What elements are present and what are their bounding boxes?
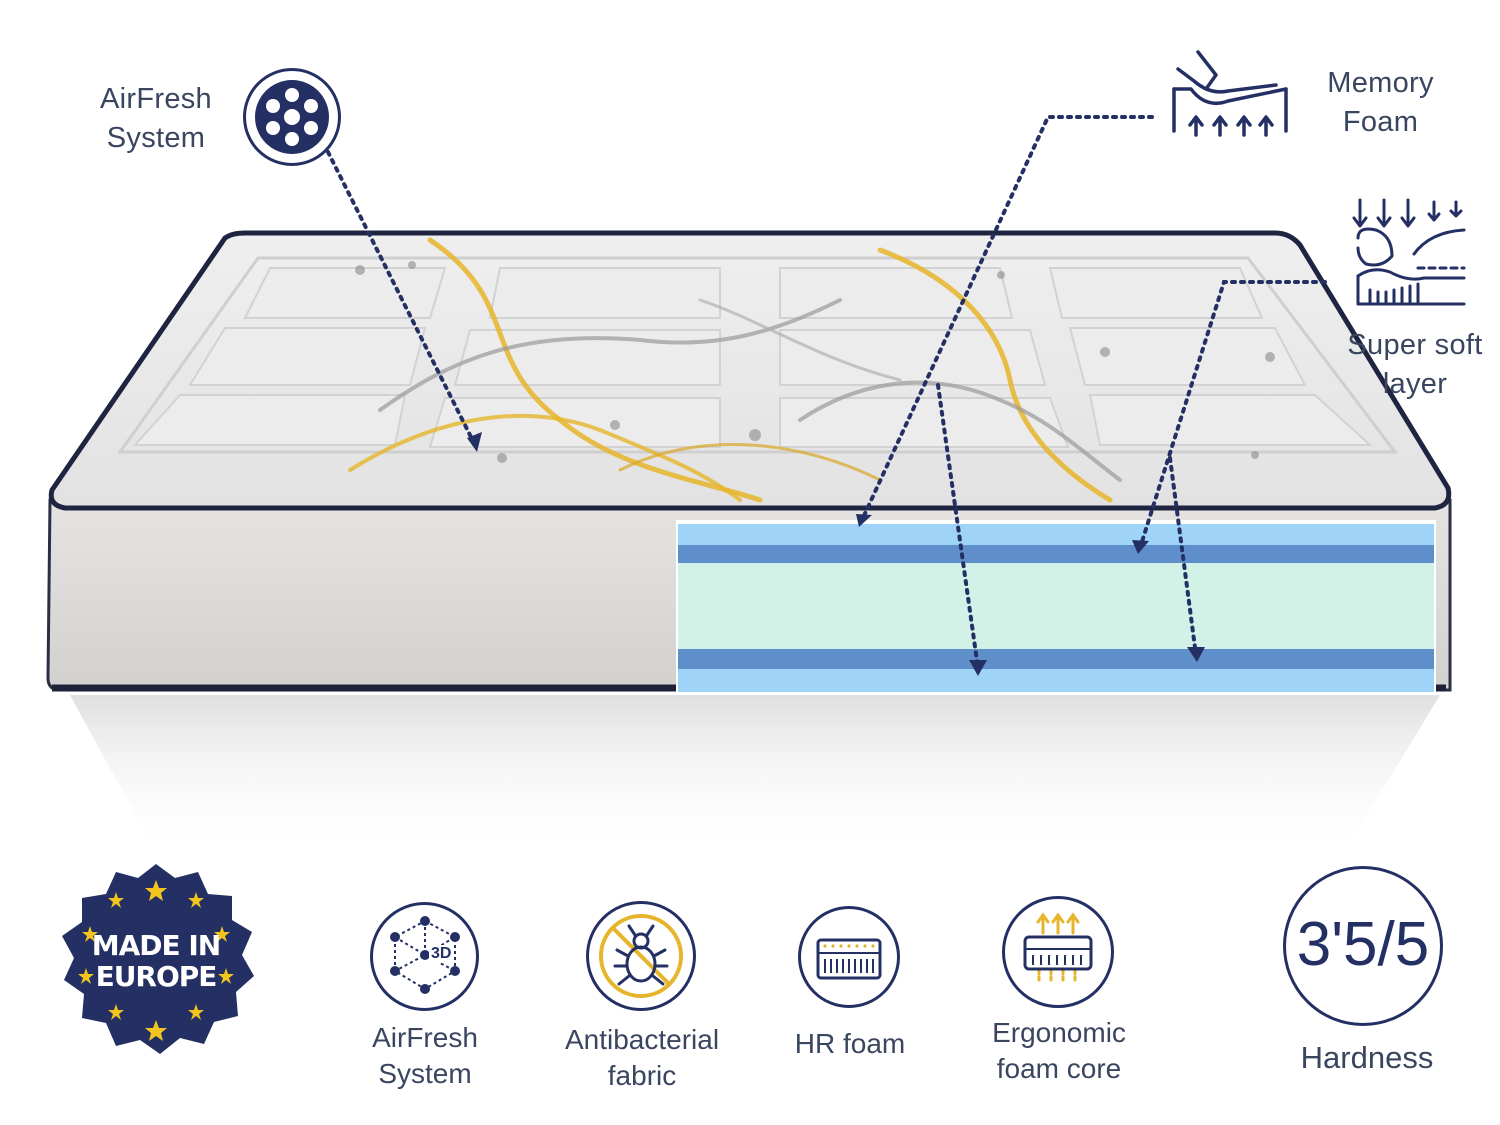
memory-foam-icon — [1166, 47, 1292, 137]
hr-foam-icon — [798, 906, 900, 1008]
hardness-label: Hardness — [1300, 1040, 1434, 1075]
hardness-circle: 3'5/5 — [1283, 866, 1443, 1026]
super-soft-layer-icon — [1352, 196, 1468, 312]
feature-ergonomic-core-label: Ergonomic foam core — [992, 1017, 1126, 1084]
layer-lower-foam — [678, 649, 1434, 669]
airfresh-3d-icon-text: 3D — [429, 945, 454, 963]
decor-swirls — [348, 237, 1122, 503]
callout-super-soft-label: Super soft layer — [1347, 329, 1483, 400]
quilt-pads — [132, 267, 1373, 448]
hardness-value: 3'5/5 — [1296, 910, 1430, 979]
feature-antibacterial-label: Antibacterial fabric — [564, 1024, 720, 1091]
badge-line-1: MADE IN — [91, 929, 222, 962]
callout-leaders — [326, 115, 1327, 670]
layer-bottom-light — [678, 669, 1434, 692]
feature-hr-foam-label: HR foam — [794, 1028, 906, 1059]
antibacterial-icon — [586, 901, 696, 1011]
floor-shadow — [70, 695, 1440, 860]
layer-memory-foam — [678, 545, 1434, 563]
callout-airfresh-label: AirFresh System — [100, 83, 212, 154]
callout-memory-foam-label: Memory Foam — [1327, 67, 1434, 138]
callout-arrowheads — [467, 432, 1205, 676]
feature-airfresh-label: AirFresh System — [372, 1022, 478, 1089]
layer-core — [678, 563, 1434, 649]
layer-top-light — [678, 524, 1434, 546]
airfresh-holes-icon — [243, 68, 341, 166]
quilt-border — [117, 256, 1399, 454]
badge-line-2: EUROPE — [95, 960, 218, 993]
made-in-europe-badge: MADE IN EUROPE — [56, 860, 256, 1058]
airfresh-3d-icon: 3D — [370, 902, 479, 1011]
ergonomic-core-icon — [1002, 896, 1114, 1008]
decor-dots — [355, 261, 1275, 463]
foam-cross-section — [676, 520, 1436, 694]
